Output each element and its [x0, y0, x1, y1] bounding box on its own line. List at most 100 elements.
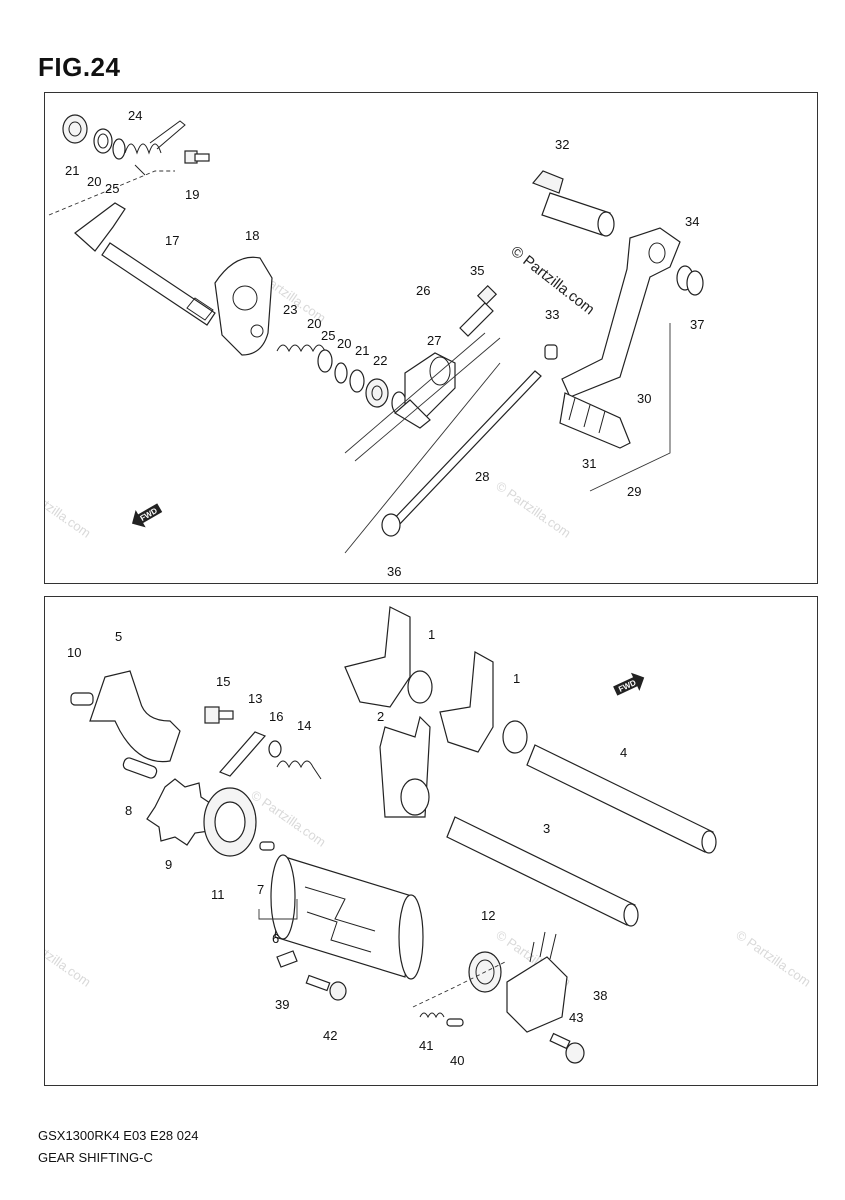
figure-title: FIG.24	[38, 52, 121, 82]
callout-4: 4	[620, 745, 627, 760]
callout-38: 38	[593, 988, 607, 1003]
bottom-diagram-panel: © Partzilla.com © Partzilla.com © Partzi…	[44, 596, 818, 1086]
section-name: GEAR SHIFTING-C	[38, 1150, 153, 1165]
part-5-stopper-plate	[89, 670, 181, 763]
callout-28: 28	[475, 469, 489, 484]
callout-39: 39	[275, 997, 289, 1012]
model-code: GSX1300RK4 E03 E28 024	[38, 1128, 199, 1143]
part-13-stopper-arm	[218, 731, 267, 777]
callout-8: 8	[125, 803, 132, 818]
part-3-fork-shaft	[446, 816, 639, 927]
part-25-ring	[112, 138, 126, 160]
part-24-spring	[124, 120, 186, 176]
callout-10: 10	[67, 645, 81, 660]
callout-14: 14	[297, 718, 311, 733]
part-40-pin	[446, 1018, 464, 1027]
callout-20: 20	[337, 336, 351, 351]
watermark: © Partzilla.com	[45, 478, 94, 541]
callout-18: 18	[245, 228, 259, 243]
part-19-bolt	[184, 150, 210, 164]
part-23-spring	[276, 344, 326, 353]
top-diagram-panel: © Partzilla.com © Partzilla.com © Partzi…	[44, 92, 818, 584]
callout-24: 24	[128, 108, 142, 123]
fwd-arrow-icon: FWD	[613, 672, 645, 696]
callout-1: 1	[513, 671, 520, 686]
callout-11: 11	[211, 887, 225, 902]
part-39-clip	[276, 950, 298, 968]
part-4-fork-shaft	[526, 744, 717, 854]
callout-25: 25	[105, 181, 119, 196]
callout-1: 1	[428, 627, 435, 642]
callout-27: 27	[427, 333, 441, 348]
part-21-bearing	[365, 378, 389, 408]
callout-35: 35	[470, 263, 484, 278]
callout-41: 41	[419, 1038, 433, 1053]
part-32-pivot-bolt	[532, 170, 615, 237]
callout-40: 40	[450, 1053, 464, 1068]
part-33-bushing	[544, 344, 558, 360]
part-41-spring	[419, 1012, 445, 1019]
callout-37: 37	[690, 317, 704, 332]
leader-line	[344, 332, 486, 454]
callout-17: 17	[165, 233, 179, 248]
part-18-shift-plate	[214, 256, 273, 356]
part-1-shift-fork	[344, 606, 433, 708]
callout-29: 29	[627, 484, 641, 499]
callout-26: 26	[416, 283, 430, 298]
part-14-spring	[276, 760, 322, 780]
callout-7: 7	[257, 882, 264, 897]
part-20-washer	[349, 369, 365, 393]
callout-34: 34	[685, 214, 699, 229]
fwd-arrow-icon: FWD	[132, 503, 163, 528]
part-42-screw	[305, 974, 347, 1001]
part-21-bearing	[62, 114, 88, 144]
bottom-diagram-drawing: © Partzilla.com © Partzilla.com © Partzi…	[45, 606, 814, 1068]
part-8-pin	[122, 757, 158, 779]
watermark: © Partzilla.com	[248, 787, 328, 850]
callout-30: 30	[637, 391, 651, 406]
callout-20: 20	[307, 316, 321, 331]
callout-21: 21	[355, 343, 369, 358]
leader-line	[258, 899, 298, 920]
part-35-bolt	[459, 284, 498, 337]
part-25-ring	[334, 362, 348, 384]
callout-36: 36	[387, 564, 401, 579]
part-34-nut	[676, 265, 704, 296]
leader-line	[48, 170, 175, 216]
part-20-washer	[317, 349, 333, 373]
callout-25: 25	[321, 328, 335, 343]
callout-9: 9	[165, 857, 172, 872]
callout-43: 43	[569, 1010, 583, 1025]
part-7-pin	[259, 841, 275, 851]
callout-15: 15	[216, 674, 230, 689]
fwd-label: FWD	[617, 678, 638, 694]
watermark: © Partzilla.com	[733, 927, 813, 990]
part-1-shift-fork	[439, 651, 528, 754]
callout-3: 3	[543, 821, 550, 836]
watermark: © Partzilla.com	[493, 478, 573, 541]
callout-22: 22	[373, 353, 387, 368]
callout-6: 6	[272, 931, 279, 946]
callout-2: 2	[377, 709, 384, 724]
part-16-washer	[268, 740, 282, 758]
part-43-bolt	[549, 1032, 585, 1064]
part-30-gearshift-lever	[561, 227, 681, 398]
callout-23: 23	[283, 302, 297, 317]
part-11-bearing	[203, 787, 257, 857]
leader-line	[589, 323, 671, 492]
part-10-pin	[70, 692, 94, 706]
part-9-gear-shift-cam	[146, 778, 214, 846]
callout-12: 12	[481, 908, 495, 923]
part-2-shift-fork	[379, 715, 431, 818]
watermark: © Partzilla.com	[45, 927, 94, 990]
part-31-foot-peg-rubber	[559, 392, 631, 449]
part-17-shift-shaft	[74, 202, 216, 326]
part-38-gear-position-sensor	[506, 931, 568, 1033]
part-6-shift-drum	[270, 854, 424, 980]
callout-20: 20	[87, 174, 101, 189]
part-15-bolt	[204, 706, 234, 724]
part-36-rod-end	[381, 513, 401, 537]
callout-13: 13	[248, 691, 262, 706]
callout-32: 32	[555, 137, 569, 152]
callout-21: 21	[65, 163, 79, 178]
